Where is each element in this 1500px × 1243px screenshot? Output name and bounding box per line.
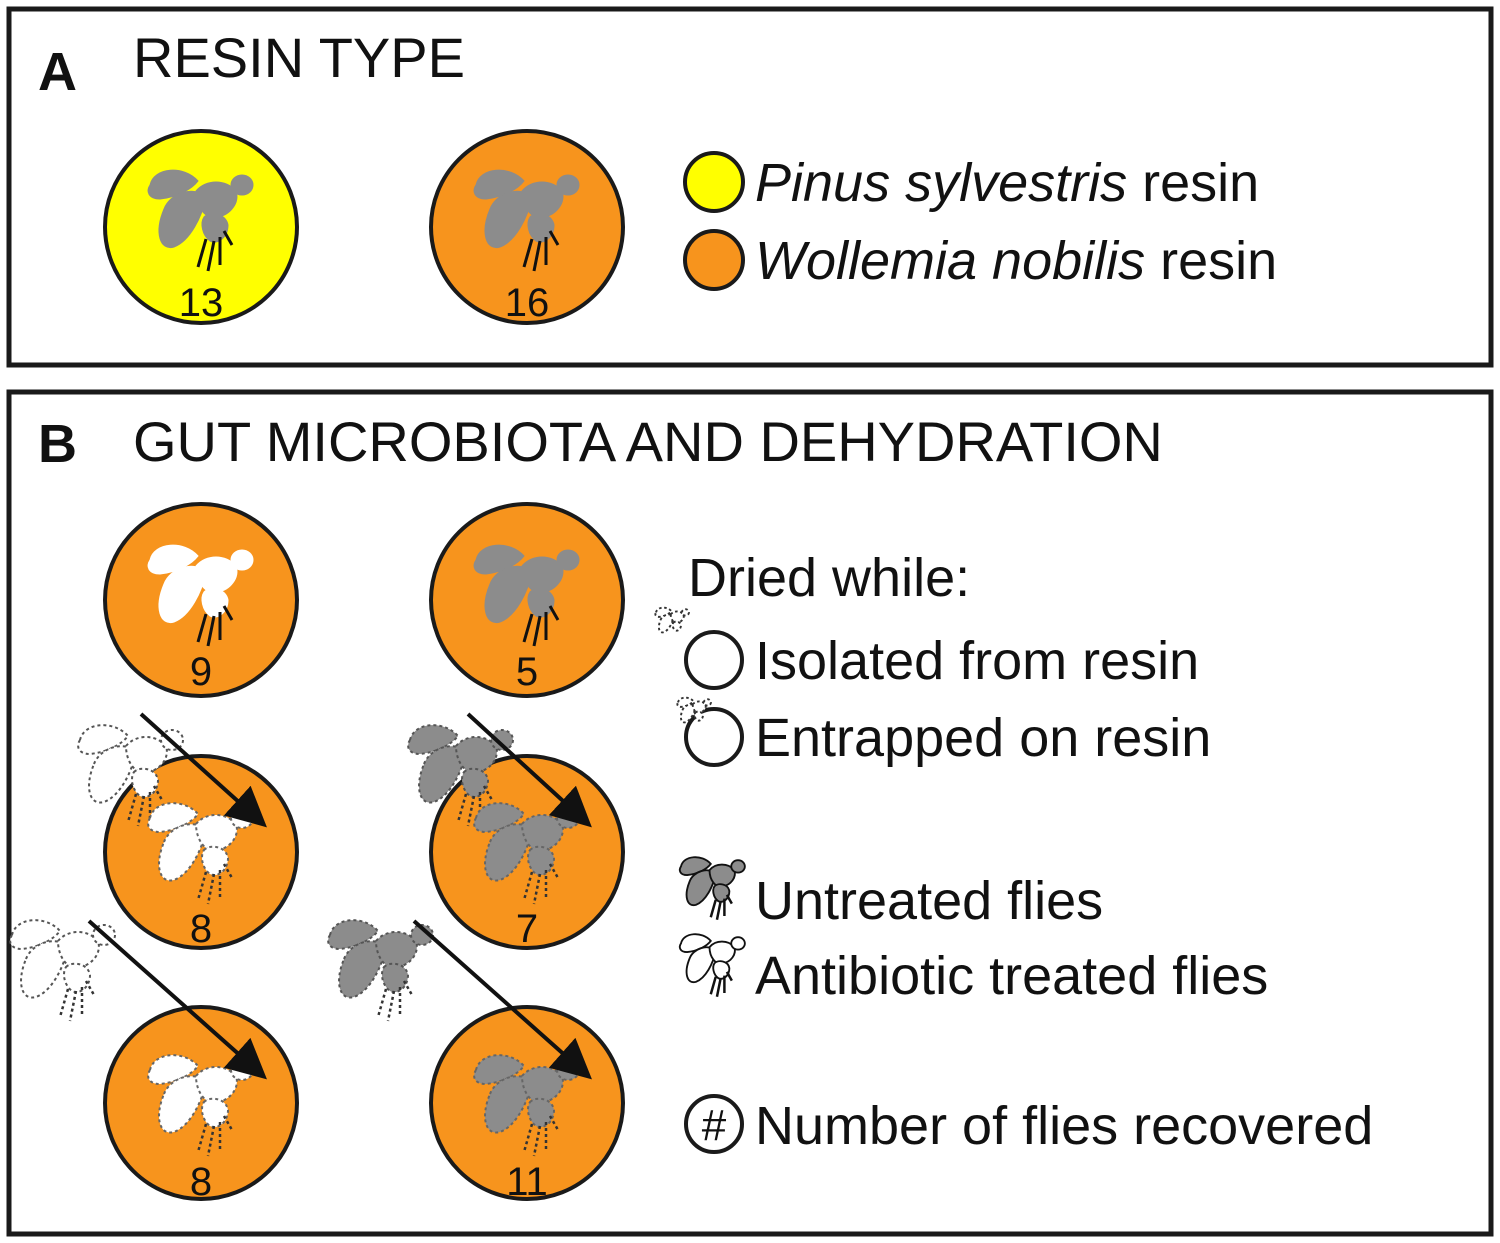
- panel-b-letter: B: [38, 414, 77, 474]
- dried-heading: Dried while:: [688, 548, 970, 608]
- dish-wollemia: 16: [429, 129, 625, 325]
- untreated-label: Untreated flies: [755, 871, 1103, 931]
- dish-count: 9: [190, 650, 212, 694]
- dish-b-2: 5: [429, 502, 625, 698]
- panel-a: A RESIN TYPE 13 16 Pinus sylvestris resi…: [6, 6, 1494, 368]
- panel-a-title: RESIN TYPE: [133, 26, 465, 89]
- antibiotic-label: Antibiotic treated flies: [755, 946, 1268, 1006]
- dish-b-6: 11: [327, 919, 625, 1204]
- entrapped-swatch: [684, 707, 744, 767]
- dish-b-1: 9: [103, 502, 299, 698]
- dish-count: 13: [179, 281, 224, 325]
- resin-legend: Pinus sylvestris resin Wollemia nobilis …: [683, 151, 1277, 291]
- dish-b-5: 8: [9, 919, 299, 1204]
- transfer-arrow: [466, 712, 592, 828]
- pinus-swatch: [683, 151, 745, 213]
- transfer-arrow: [412, 919, 592, 1080]
- dish-count: 16: [505, 281, 550, 325]
- entrapped-label: Entrapped on resin: [755, 708, 1211, 768]
- panel-b: B GUT MICROBIOTA AND DEHYDRATION 9 5: [6, 389, 1494, 1237]
- treatment-legend: Dried while: Isolated from resin Entrapp…: [654, 548, 1373, 1156]
- panel-a-letter: A: [38, 42, 77, 102]
- pinus-legend-label: Pinus sylvestris resin: [755, 153, 1259, 213]
- isolated-label: Isolated from resin: [755, 631, 1199, 691]
- panel-b-title: GUT MICROBIOTA AND DEHYDRATION: [133, 410, 1163, 473]
- wollemia-swatch: [683, 229, 745, 291]
- dish-count: 8: [190, 907, 212, 951]
- dish-count: 7: [516, 907, 538, 951]
- number-label: Number of flies recovered: [755, 1096, 1373, 1156]
- transfer-arrow: [139, 712, 267, 828]
- transfer-arrow: [87, 919, 267, 1080]
- dish-count: 8: [190, 1160, 212, 1204]
- isolated-swatch: [684, 630, 744, 690]
- dish-b-3: 8: [77, 712, 299, 951]
- dish-pinus: 13: [103, 129, 299, 325]
- number-swatch: [684, 1094, 744, 1154]
- dish-count: 5: [516, 650, 538, 694]
- dish-b-4: 7: [407, 712, 625, 951]
- dish-count: 11: [506, 1160, 548, 1204]
- wollemia-legend-label: Wollemia nobilis resin: [755, 231, 1277, 291]
- number-symbol: #: [702, 1101, 727, 1150]
